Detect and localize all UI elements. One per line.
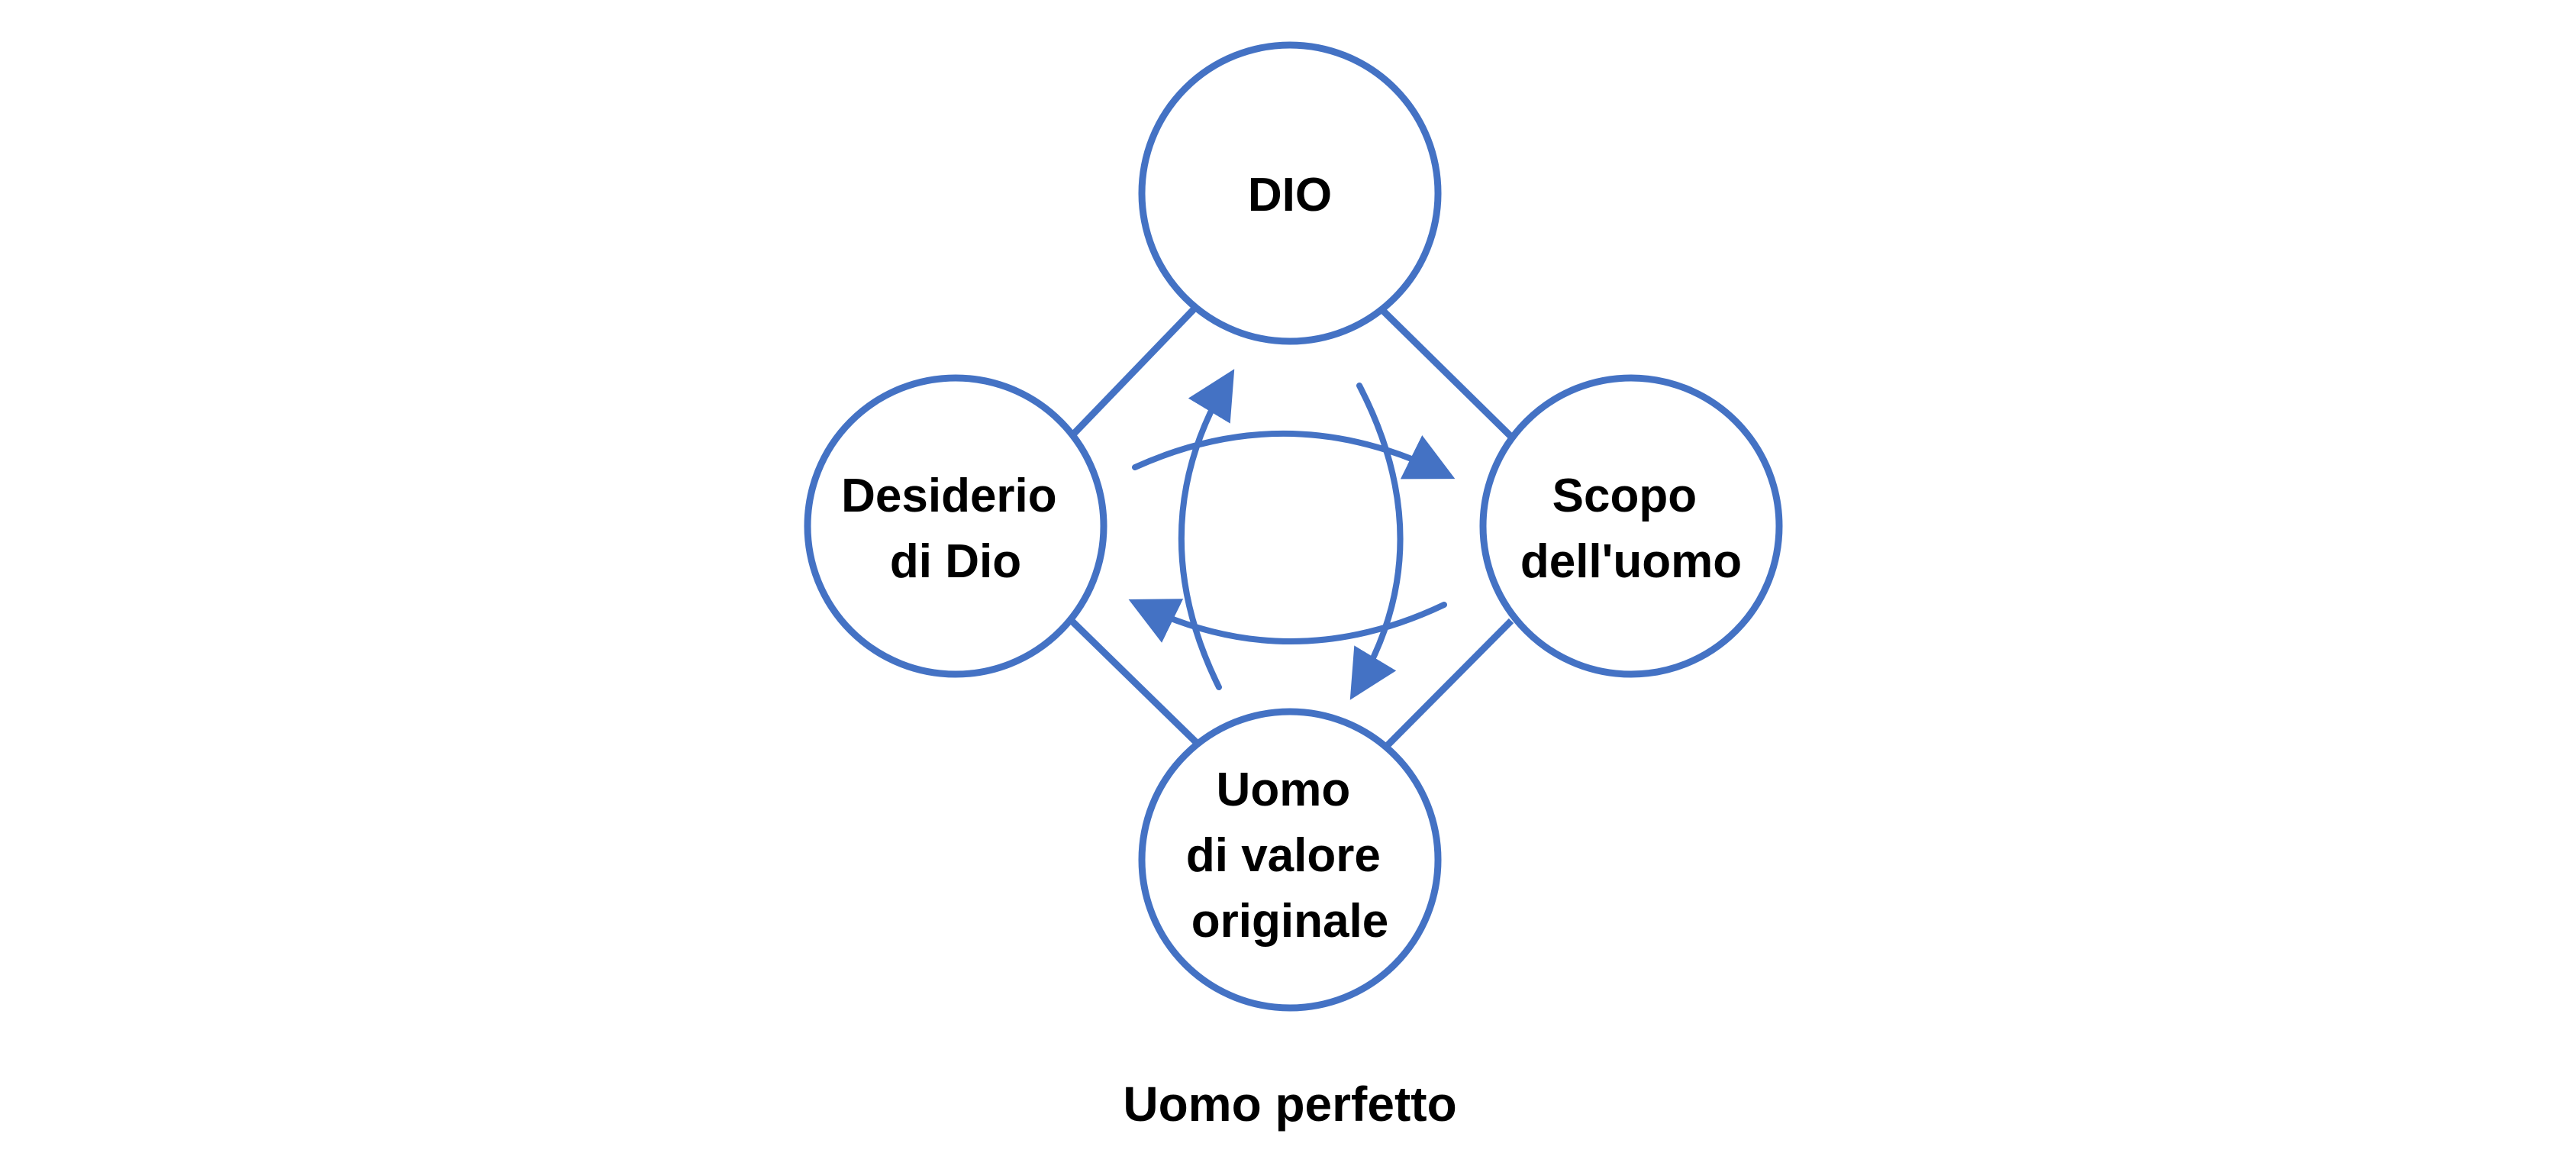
diagram-caption: Uomo perfetto [1123,1077,1456,1132]
arrow-left-to-right [1132,430,1456,480]
node-circle-right [1479,374,1783,678]
connector-top-right [1378,305,1515,441]
node-circle-bottom [1138,708,1442,1012]
arrow-top-to-bottom [1349,383,1404,700]
node-label-top: DIO [1248,169,1332,221]
node-label-left: Desiderio di Dio [841,470,1070,588]
arrow-right-to-left [1128,599,1447,644]
node-label-bottom: Uomo di valore originale [1186,764,1394,948]
node-circle-left [804,374,1107,678]
connector-left-bottom [1069,618,1200,746]
node-label-right: Scopo dell'uomo [1520,470,1742,588]
arrow-bottom-to-top [1178,369,1235,690]
node-circle-top [1138,41,1442,345]
connector-right-bottom [1382,618,1514,751]
connector-top-left [1069,305,1198,438]
